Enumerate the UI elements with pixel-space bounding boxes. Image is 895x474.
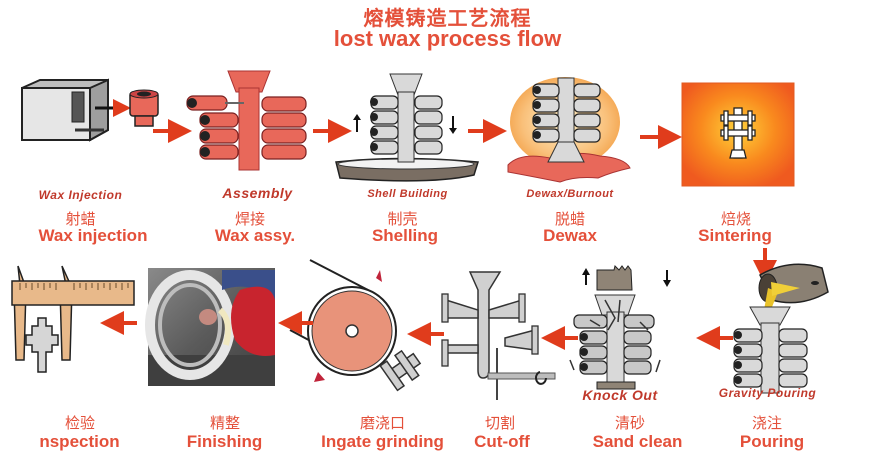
injection-mold-icon: [21, 78, 131, 142]
sintering-furnace-icon: [681, 82, 795, 187]
step11-label-english: nspection: [39, 432, 120, 451]
step3-label-chinese: 制壳: [387, 211, 418, 228]
step4-label-chinese: 脱蜡: [554, 211, 585, 228]
shell-dipping-icon: [335, 73, 479, 182]
cut-off-saw-icon: [441, 271, 556, 400]
step7-image-caption: Knock Out: [582, 387, 658, 403]
step2-label-english: Wax assy.: [214, 226, 296, 245]
step2-image-caption: Assembly: [222, 185, 293, 201]
caliper-icon: [11, 265, 135, 373]
dewax-icon: [507, 77, 631, 183]
step6-image-caption: Gravity Pouring: [718, 386, 817, 400]
step5-label-chinese: 焙烧: [720, 211, 751, 228]
step1-label-english: Wax injection: [38, 226, 148, 245]
grinding-wheel-icon: [289, 259, 422, 392]
step8-label-chinese: 切割: [484, 415, 515, 432]
step2-label-chinese: 焊接: [234, 211, 265, 228]
wax-pattern-icon: [129, 89, 159, 127]
wax-tree-icon: [186, 70, 307, 171]
step11-label-chinese: 检验: [64, 415, 95, 432]
title-english: lost wax process flow: [333, 26, 562, 51]
ladle-pouring-icon: [733, 263, 829, 394]
step7-label-chinese: 清砂: [614, 415, 645, 432]
step9-label-chinese: 磨浇口: [359, 415, 405, 432]
finishing-photo-icon: [145, 268, 275, 386]
step4-image-caption: Dewax/Burnout: [526, 188, 614, 200]
step3-image-caption: Shell Building: [367, 188, 448, 200]
title-chinese: 熔模铸造工艺流程: [363, 6, 532, 30]
step8-label-english: Cut-off: [474, 432, 530, 451]
step1-label-chinese: 射蜡: [65, 211, 96, 228]
step1-image-caption: Wax Injection: [38, 188, 123, 202]
step10-label-english: Finishing: [186, 432, 263, 451]
step6-label-chinese: 浇注: [751, 415, 782, 432]
step3-label-english: Shelling: [371, 226, 439, 245]
step10-label-chinese: 精整: [209, 415, 240, 432]
step5-label-english: Sintering: [698, 226, 772, 245]
knock-out-icon: [569, 265, 671, 390]
step7-label-english: Sand clean: [592, 432, 683, 451]
step4-label-english: Dewax: [543, 226, 597, 245]
step6-label-english: Pouring: [739, 432, 805, 451]
step9-label-english: Ingate grinding: [321, 432, 444, 451]
